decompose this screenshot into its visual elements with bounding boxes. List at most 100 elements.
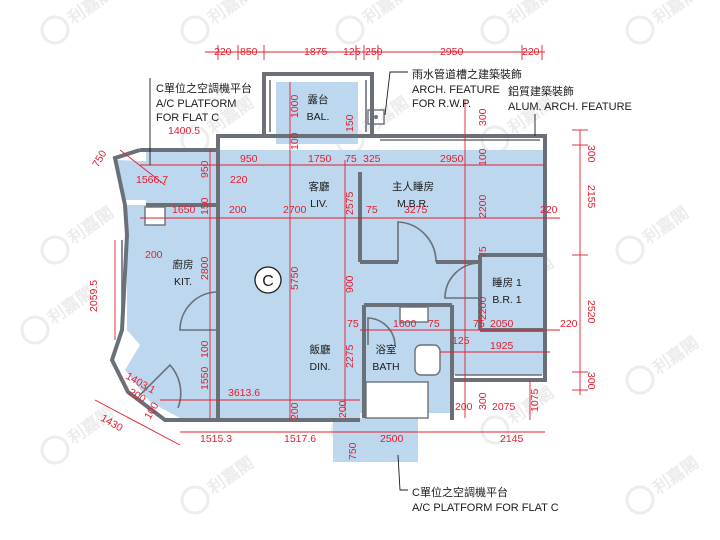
- dim-bottom-6: 750: [347, 442, 359, 460]
- dim-top-3: 1875: [304, 46, 328, 58]
- dining-label-zh: 飯廳: [310, 343, 331, 356]
- dim-bottom-5: 2500: [380, 433, 404, 445]
- bath-door: [367, 317, 396, 346]
- flat-marker-label: C: [262, 273, 274, 290]
- dim-row3-6: 2050: [490, 318, 514, 330]
- dim-v-14: 100: [477, 148, 489, 166]
- dim-v-15: 2200: [477, 296, 489, 320]
- watermark-text: 利嘉閣: [359, 92, 413, 138]
- dim-row2-1: 220: [230, 174, 248, 186]
- dim-row1-3: 75: [345, 153, 357, 165]
- dim-left-4: 1400.5: [168, 125, 200, 137]
- dim-v-5: 150: [199, 197, 211, 215]
- dim-v-11: 2200: [477, 194, 489, 218]
- dim-row4-1: 125: [452, 335, 470, 347]
- dim-row1-1: 950: [240, 153, 258, 165]
- dim-v-16: 1550: [199, 366, 211, 390]
- dim-bottom-4: 200: [337, 400, 349, 418]
- dim-row2-4: 2700: [283, 204, 307, 216]
- left-wall: [109, 148, 180, 422]
- dim-v-1: 1000: [289, 94, 301, 118]
- dim-top-1: 220: [214, 46, 232, 58]
- rwp-note-en1: ARCH. FEATURE: [412, 84, 500, 96]
- dim-v-9: 900: [344, 275, 356, 293]
- dim-left-6: 1430: [99, 412, 125, 434]
- kitchen-label-en: KIT.: [174, 276, 192, 288]
- mbr-door: [397, 221, 437, 263]
- watermark-text: 利嘉閣: [649, 332, 703, 378]
- ac-bottom-note-en: A/C PLATFORM FOR FLAT C: [412, 502, 559, 514]
- dim-row3-7: 220: [560, 318, 578, 330]
- rwp-note-zh: 雨水管道槽之建築裝飾: [412, 67, 522, 81]
- dim-v-19: 1075: [529, 388, 541, 412]
- entrance-door: [139, 363, 182, 409]
- bedroom1-wall: [480, 172, 547, 257]
- bath-label-zh: 浴室: [376, 343, 397, 356]
- dim-top-7: 220: [522, 46, 540, 58]
- watermark-text: 利嘉閣: [639, 202, 693, 248]
- toilet-fixture: [414, 344, 441, 376]
- top-right-wall: [372, 134, 547, 172]
- dim-v-2: 100: [289, 132, 301, 150]
- dim-top-4: 125: [343, 46, 361, 58]
- dim-row4-2: 1925: [490, 340, 514, 352]
- ac-platform-bottom-area: [333, 418, 418, 462]
- dining-label-en: DIN.: [310, 361, 331, 373]
- dim-row2-6: 3275: [404, 204, 428, 216]
- dim-v-6: 2800: [199, 256, 211, 280]
- alum-note-zh: 鋁質建築裝飾: [508, 84, 574, 98]
- dim-row2-7: 220: [540, 204, 558, 216]
- watermark-text: 利嘉閣: [649, 0, 703, 29]
- watermark-text: 利嘉閣: [504, 0, 558, 29]
- dim-v-18: 200: [289, 402, 301, 420]
- alum-note-en: ALUM. ARCH. FEATURE: [508, 101, 632, 113]
- dim-row1-5: 2950: [440, 153, 464, 165]
- dim-left-1: 750: [90, 148, 109, 169]
- dimension-lines: [94, 45, 588, 446]
- ac-bottom-note-zh: C單位之空調機平台: [412, 485, 508, 499]
- dimension-labels: 220 850 1875 125 250 2950 220 950 1750 7…: [88, 46, 597, 460]
- watermark-text: 利嘉閣: [64, 202, 118, 248]
- dim-left-3: 2059.5: [88, 280, 100, 312]
- dim-right-2: 2155: [585, 185, 597, 209]
- ac-top-note-en2: FOR FLAT C: [156, 112, 219, 124]
- dim-bottom-3: 1517.6: [284, 433, 316, 445]
- balcony-label-en: BAL.: [307, 111, 330, 123]
- bath-label-en: BATH: [372, 361, 399, 373]
- rwp-note-en2: FOR R.W.P.: [412, 98, 471, 110]
- bedroom1-label-en: B.R. 1: [492, 294, 521, 306]
- dim-v-8: 2575: [344, 191, 356, 215]
- dim-right-4: 300: [585, 372, 597, 390]
- dim-bottom-7: 200: [455, 401, 473, 413]
- bedroom1-door: [444, 262, 481, 299]
- living-label-zh: 客廳: [309, 180, 330, 193]
- dim-top-5: 250: [365, 46, 383, 58]
- dim-row1-2: 1750: [308, 153, 332, 165]
- room-labels: 露台 BAL. 客廳 LIV. 主人睡房 M.B.R. 廚房 KIT. 睡房 1…: [173, 93, 523, 373]
- kitchen-label-zh: 廚房: [173, 258, 194, 271]
- dim-v-4: 950: [199, 160, 211, 178]
- dim-row3-1: 200: [145, 249, 163, 261]
- ac-top-note-zh: C單位之空調機平台: [156, 81, 252, 95]
- watermark-text: 利嘉閣: [204, 0, 258, 29]
- bedroom1-label-zh: 睡房 1: [492, 276, 522, 289]
- mbr-label-en: M.B.R.: [397, 198, 429, 210]
- dim-v-12: 75: [477, 246, 489, 258]
- dim-right-3: 2520: [585, 300, 597, 324]
- dim-bottom-9: 2075: [492, 401, 516, 413]
- watermark-text: 利嘉閣: [359, 0, 413, 29]
- watermark-text: 利嘉閣: [204, 452, 258, 498]
- watermark-text: 利嘉閣: [504, 92, 558, 138]
- balcony-label-zh: 露台: [308, 93, 329, 106]
- dim-bottom-2: 1515.3: [200, 433, 232, 445]
- bathtub-fixture: [365, 381, 429, 419]
- dim-v-3: 150: [344, 114, 356, 132]
- watermark-text: 利嘉閣: [649, 452, 703, 498]
- dim-bottom-8: 300: [477, 392, 489, 410]
- dim-row3-4: 75: [428, 318, 440, 330]
- flat-marker: [254, 266, 282, 294]
- dim-top-2: 850: [240, 46, 258, 58]
- balcony-wall: [262, 72, 374, 138]
- dim-row1-4: 325: [363, 153, 381, 165]
